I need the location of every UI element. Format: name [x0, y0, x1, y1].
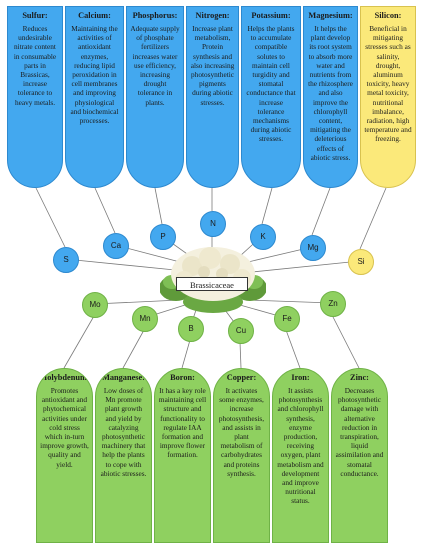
card-title: Potassium: [251, 11, 291, 20]
card-title: Copper: [226, 373, 257, 382]
card-desc: It assists photosynthesis and chlorophyl… [277, 386, 324, 506]
node-manganese: Mn [132, 306, 158, 332]
card-desc: It helps the plant develop its root syst… [308, 24, 353, 162]
card-title: Zinc: [350, 373, 369, 382]
node-calcium: Ca [103, 233, 129, 259]
card-molybdenum: Molybdenum: Promotes antioxidant and phy… [36, 368, 93, 543]
card-desc: Maintaining the activities of antioxidan… [70, 24, 119, 126]
node-zinc: Zn [320, 291, 346, 317]
card-title: Silicon: [374, 11, 402, 20]
card-desc: Helps the plants to accumulate compatibl… [246, 24, 296, 144]
node-silicon: Si [348, 249, 374, 275]
node-sulfur: S [53, 247, 79, 273]
node-iron: Fe [274, 306, 300, 332]
card-title: Magnesium: [308, 11, 353, 20]
card-desc: It activates some enzymes, increase phot… [218, 386, 265, 478]
card-title: Calcium: [78, 11, 111, 20]
card-desc: Reduces undesirable nitrate content in c… [13, 24, 57, 107]
card-title: Manganese: [102, 373, 145, 382]
card-boron: Boron: It has a key role maintaining cel… [154, 368, 211, 543]
card-copper: Copper: It activates some enzymes, incre… [213, 368, 270, 543]
node-molybdenum: Mo [82, 292, 108, 318]
card-nitrogen: Nitrogen: Increase plant metabolism, Pro… [186, 6, 239, 188]
node-copper: Cu [228, 318, 254, 344]
card-desc: Beneficial in mitigating stresses such a… [364, 24, 412, 144]
node-potassium: K [250, 224, 276, 250]
card-silicon: Silicon: Beneficial in mitigating stress… [360, 6, 416, 188]
card-iron: Iron: It assists photosynthesis and chlo… [272, 368, 329, 543]
card-desc: Promotes antioxidant and phytochemical a… [40, 386, 89, 469]
card-title: Sulfur: [22, 11, 48, 20]
card-zinc: Zinc: Decreases photosynthetic damage wi… [331, 368, 388, 543]
card-potassium: Potassium: Helps the plants to accumulat… [241, 6, 301, 188]
card-desc: Low doses of Mn promote plant growth and… [100, 386, 147, 478]
card-manganese: Manganese: Low doses of Mn promote plant… [95, 368, 152, 543]
node-boron: B [178, 316, 204, 342]
card-desc: It has a key role maintaining cell struc… [158, 386, 207, 460]
card-title: Nitrogen: [195, 11, 230, 20]
node-magnesium: Mg [300, 235, 326, 261]
node-phosphorus: P [150, 224, 176, 250]
card-desc: Increase plant metabolism, Protein synth… [190, 24, 235, 107]
card-desc: Adequate supply of phosphate fertilizers… [130, 24, 180, 107]
card-desc: Decreases photosynthetic damage with alt… [335, 386, 384, 478]
card-title: Phosphorus: [132, 11, 178, 20]
card-magnesium: Magnesium: It helps the plant develop it… [303, 6, 358, 188]
card-title: Iron: [291, 373, 310, 382]
card-phosphorus: Phosphorus: Adequate supply of phosphate… [126, 6, 184, 188]
card-calcium: Calcium: Maintaining the activities of a… [65, 6, 124, 188]
card-title: Molybdenum: [39, 373, 90, 382]
card-sulfur: Sulfur: Reduces undesirable nitrate cont… [7, 6, 63, 188]
card-title: Boron: [170, 373, 195, 382]
node-nitrogen: N [200, 211, 226, 237]
center-label: Brassicaceae [176, 277, 248, 291]
